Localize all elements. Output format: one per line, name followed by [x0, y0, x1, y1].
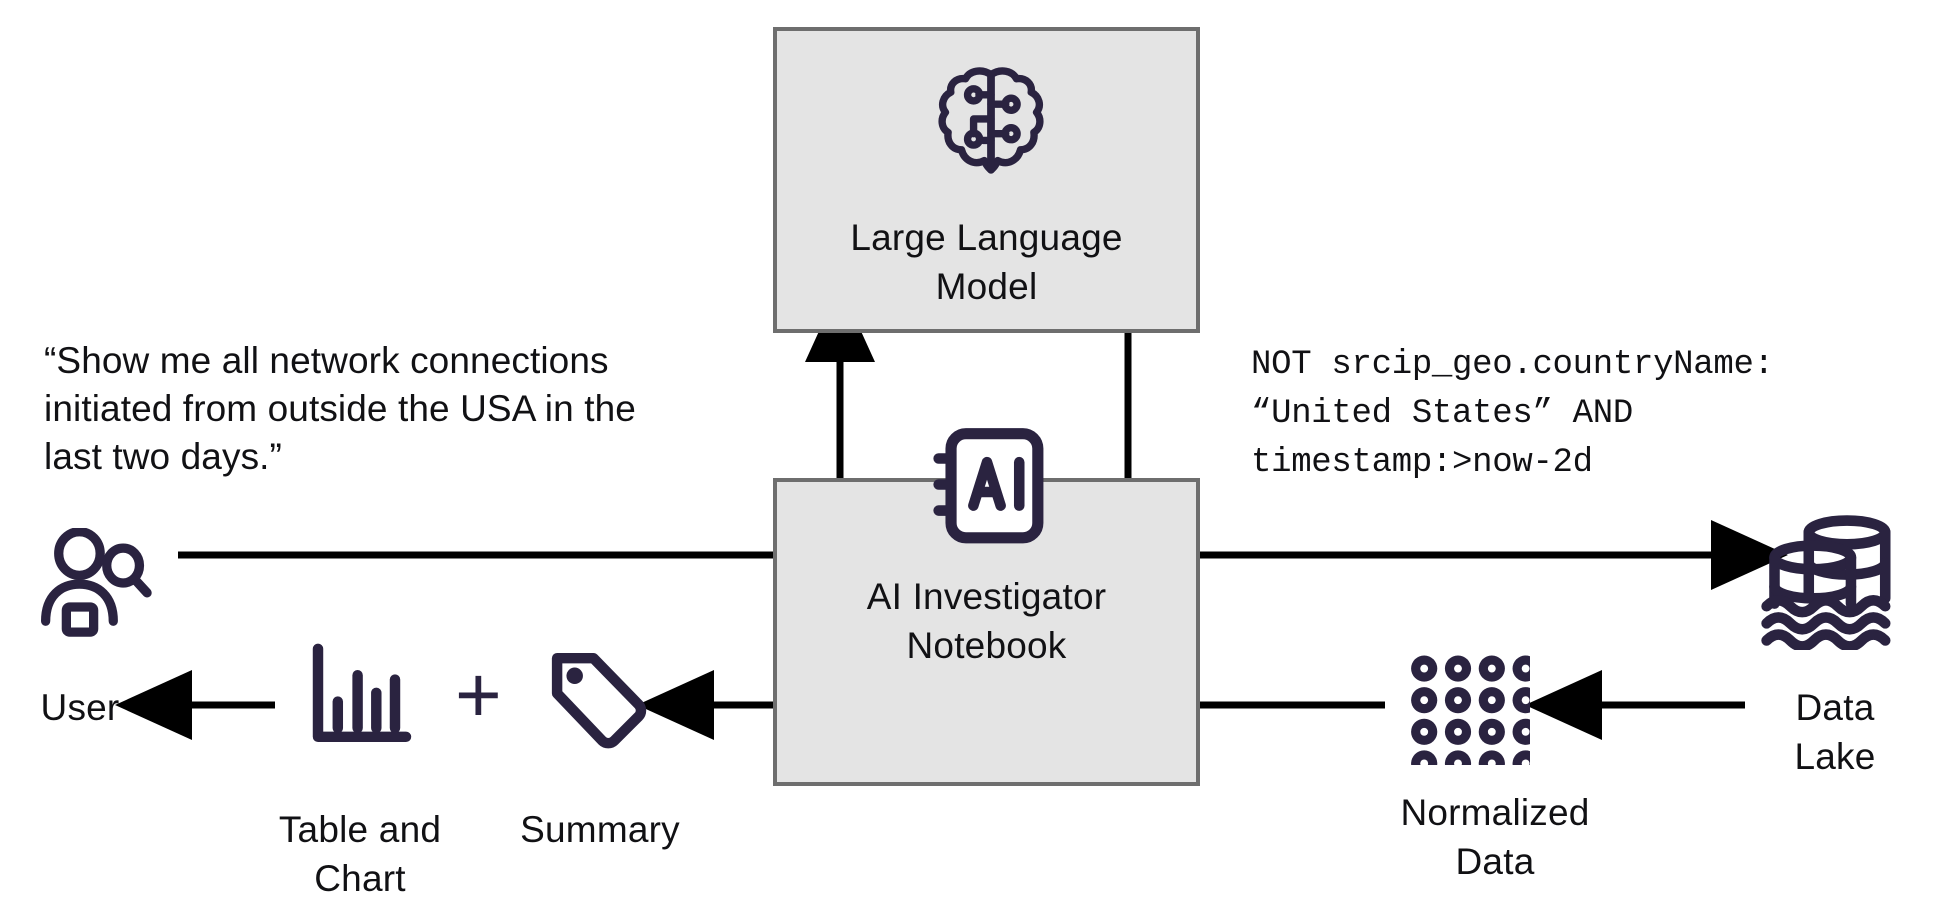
ai-notebook-icon [925, 425, 1049, 549]
dot-grid-icon [1410, 655, 1539, 777]
brain-icon [924, 56, 1058, 190]
data-lake-label: Data Lake [1794, 687, 1876, 777]
tag-icon [545, 645, 655, 755]
table-and-chart-label: Table and Chart [278, 809, 442, 899]
llm-node[interactable]: Large Language Model [773, 27, 1200, 333]
data-lake-icon [1760, 515, 1905, 652]
notebook-label: AI Investigator Notebook [866, 576, 1107, 666]
plus-sign: + [455, 650, 502, 739]
llm-label: Large Language Model [850, 217, 1123, 307]
generated-query-text: NOT srcip_geo.countryName: “United State… [1251, 346, 1774, 482]
user-search-icon [38, 527, 158, 638]
notebook-node[interactable]: AI Investigator Notebook [773, 478, 1200, 786]
bar-chart-icon [305, 640, 419, 750]
user-question-text: “Show me all network connections initiat… [44, 340, 636, 477]
summary-label: Summary [520, 809, 680, 850]
normalized-data-label: Normalized Data [1400, 792, 1590, 882]
user-label: User [40, 687, 120, 728]
